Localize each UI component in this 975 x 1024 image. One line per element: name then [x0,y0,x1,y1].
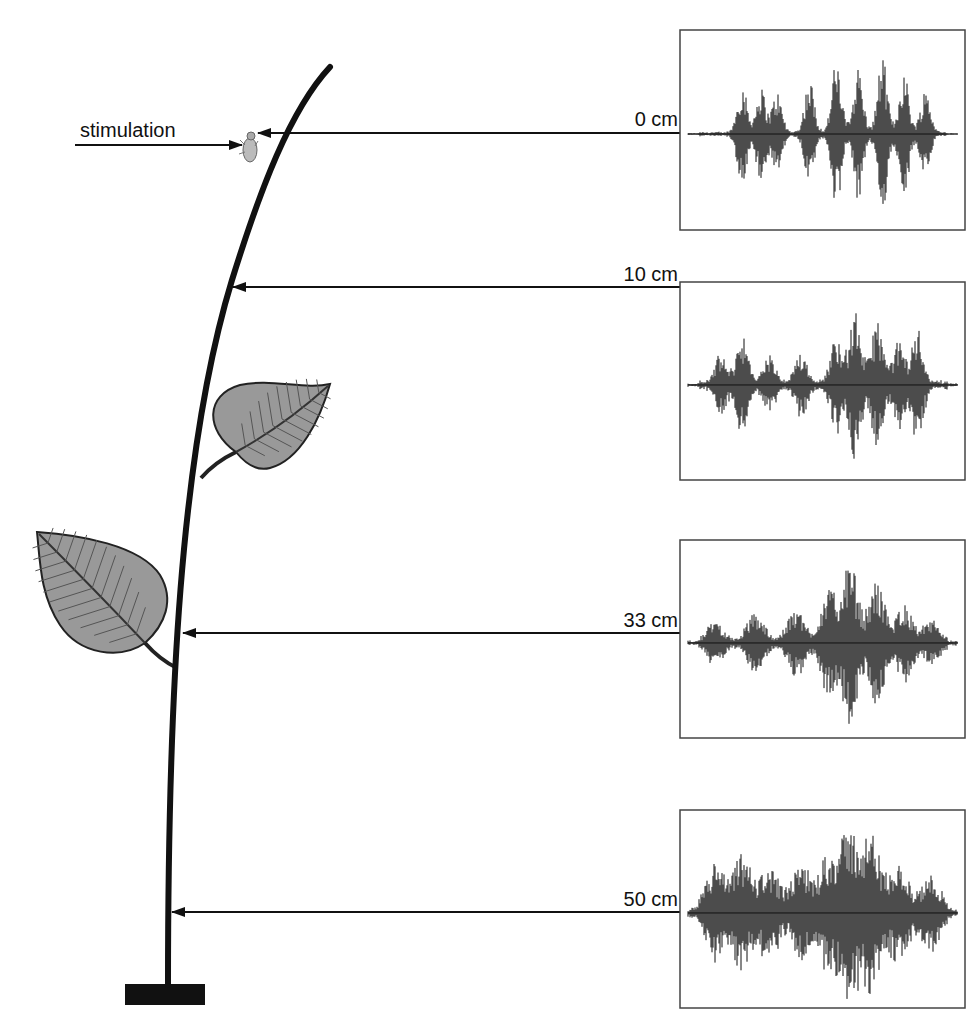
plant-stem [168,67,330,985]
pointer-arrow [172,911,680,913]
pointer-arrow [183,632,680,634]
distance-label: 10 cm [624,263,678,285]
leaf-vein [242,379,331,456]
lower-leaf [33,528,177,668]
distance-label: 0 cm [635,108,678,130]
vibration-signal [688,835,958,999]
signal-panel [680,540,965,738]
pointer-arrow [233,286,680,288]
stimulation-label: stimulation [80,119,176,141]
pointer-arrow [258,132,680,134]
stimulation-arrow [75,144,242,146]
vibration-signal [688,571,958,724]
upper-leaf [201,379,331,478]
signal-panel [680,810,965,1008]
signal-panel [680,30,965,230]
leaf-vein [33,528,146,642]
stem-base [125,984,205,1005]
signal-panel [680,282,965,480]
vibration-signal [688,60,958,204]
distance-label: 33 cm [624,609,678,631]
insect [239,132,258,162]
vibration-signal [688,313,958,458]
distance-label: 50 cm [624,888,678,910]
